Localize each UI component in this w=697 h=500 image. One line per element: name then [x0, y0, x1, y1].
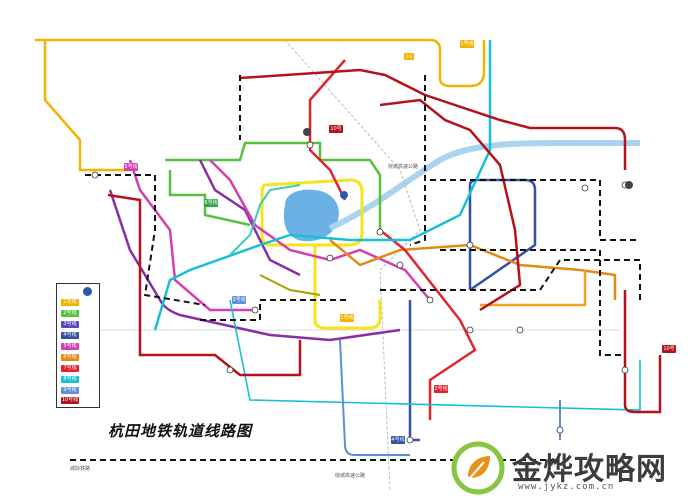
intercity-rail-6	[440, 249, 625, 356]
legend-item-2: 2号线	[61, 309, 79, 317]
line-1-south	[313, 245, 382, 330]
highway-label-bottom: 绕城高速公路	[335, 473, 366, 479]
intercity-rail-4	[380, 259, 641, 300]
line-4-south	[408, 300, 420, 442]
line-3	[108, 189, 401, 342]
legend-swatch: 4号线	[61, 331, 79, 339]
intercity-rail-1	[239, 75, 426, 246]
legend-item-10: 10号线	[61, 396, 79, 404]
watermark-text: 金烨攻略网	[512, 452, 667, 487]
line-1-b	[43, 40, 130, 172]
badge-line-1-top: 1号线	[460, 40, 474, 48]
ring-highway	[284, 39, 421, 491]
legend-item-3: 3号线	[61, 320, 79, 328]
line-6	[329, 239, 617, 300]
legend-item-9: 9号线	[61, 386, 79, 394]
legend-item-8: 8号线	[61, 375, 79, 383]
badge-line-2: 6号线	[204, 199, 218, 207]
legend-item-5: 5号线	[61, 342, 79, 350]
line-1	[35, 38, 486, 88]
line-teal	[229, 184, 301, 256]
hub-icons	[303, 128, 633, 199]
line-5-b	[128, 159, 255, 312]
qiantang-river	[328, 140, 640, 231]
legend-item-4: 4号线	[61, 331, 79, 339]
line-10-d	[623, 290, 662, 414]
legend-item-6: 6号线	[61, 353, 79, 361]
badge-line-5: 5号线	[124, 163, 138, 171]
legend-swatch: 3号线	[61, 320, 79, 328]
legend-swatch: 8号线	[61, 375, 79, 383]
legend-item-1: 1号线	[61, 298, 79, 306]
badge-line-3: 3号线	[232, 296, 246, 304]
badge-line-10-east: 10号线	[662, 345, 676, 360]
legend-swatch: 6号线	[61, 353, 79, 361]
line-8	[153, 40, 492, 331]
intercity-rail-3	[430, 179, 640, 241]
intercity-rail-2	[85, 174, 206, 306]
line-8-b	[229, 299, 641, 411]
line-2-b	[168, 170, 251, 227]
line-10	[239, 68, 627, 170]
west-lake	[283, 189, 339, 242]
line-7-b	[379, 229, 477, 420]
rail-label: 城际铁路	[70, 466, 91, 472]
line-6-b	[480, 270, 587, 307]
line-7	[308, 59, 347, 201]
map-title: 杭田地铁轨道线路图	[108, 422, 253, 440]
badge-line-4: 4号线	[391, 436, 405, 444]
legend-swatch: 1号线	[61, 298, 79, 306]
line-10-c	[107, 193, 302, 377]
legend-swatch: 2号线	[61, 309, 79, 317]
badge-line-1-south: 1号线	[340, 314, 354, 322]
legend: 1号线 2号线 3号线 4号线 5号线 6号线 7号线 8号线 9号线 10号线	[56, 283, 100, 408]
legend-item-7: 7号线	[61, 364, 79, 372]
legend-swatch: 7号线	[61, 364, 79, 372]
line-1-loop	[260, 178, 364, 247]
line-10-b	[379, 98, 522, 312]
legend-swatch: 10号线	[61, 396, 79, 404]
badge-line-10-north: 10号线	[329, 125, 343, 140]
line-3-north	[198, 159, 301, 277]
legend-swatch: 5号线	[61, 342, 79, 350]
line-2	[165, 141, 382, 230]
subway-logo-icon	[83, 287, 92, 296]
badge-line-7: 2号线	[434, 385, 448, 393]
watermark: 金烨攻略网 www.jykz.com.cn	[450, 440, 690, 496]
watermark-url: www.jykz.com.cn	[518, 482, 615, 492]
intercity-rail-5	[200, 299, 350, 321]
badge-line-1-top-b: 1号线	[404, 53, 414, 66]
line-olive	[259, 274, 321, 296]
legend-swatch: 9号线	[61, 386, 79, 394]
line-4	[468, 178, 537, 292]
line-9	[339, 339, 410, 456]
leaf-logo-icon	[451, 441, 505, 495]
highway-label-top: 绕城高速公路	[388, 164, 419, 170]
